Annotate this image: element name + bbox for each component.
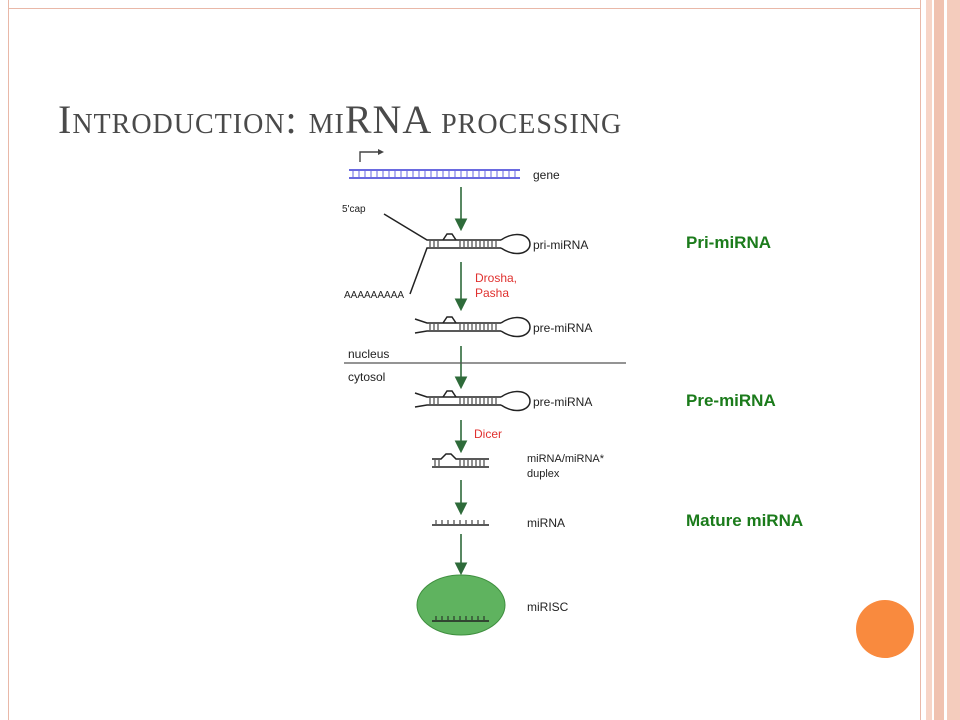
cap-label: 5'cap [342,204,366,215]
gene-label: gene [533,168,560,182]
duplex-label-line2: duplex [527,468,560,480]
cytosol-label: cytosol [348,370,385,384]
frame-left-line [8,0,9,720]
mirisc-loaded-strand [432,616,489,622]
duplex-label-line1: miRNA/miRNA* [527,453,605,465]
mirna-duplex [432,453,489,468]
mirisc-complex [416,574,506,636]
pre-mirna-nuclear-hairpin [414,316,531,338]
pasha-label: Pasha [475,286,509,300]
pre-mirna-cytosolic-hairpin [414,390,531,412]
drosha-label: Drosha, [475,271,517,285]
nucleus-label: nucleus [348,347,389,361]
pre-mirna-nuclear-label: pre-miRNA [533,321,592,335]
decorative-side-band [920,0,960,720]
mature-mirna-strand [432,520,489,526]
gene-dna-strand [349,149,520,179]
pre-mirna-stage-label: Pre-miRNA [686,391,776,410]
pri-mirna-stage-label: Pri-miRNA [686,233,772,252]
frame-top-line [8,8,920,9]
pre-mirna-cytosolic-label: pre-miRNA [533,395,592,409]
pri-mirna-label: pri-miRNA [533,238,588,252]
dicer-label: Dicer [474,427,502,441]
mirisc-label: miRISC [527,600,569,614]
polya-tail-label: AAAAAAAAA [344,290,404,301]
mature-mirna-stage-label: Mature miRNA [686,511,804,530]
pri-mirna-hairpin [383,213,531,295]
mature-mirna-label: miRNA [527,516,565,530]
decorative-orange-circle [856,600,914,658]
slide-title: Introduction: miRNA processing [58,97,623,142]
